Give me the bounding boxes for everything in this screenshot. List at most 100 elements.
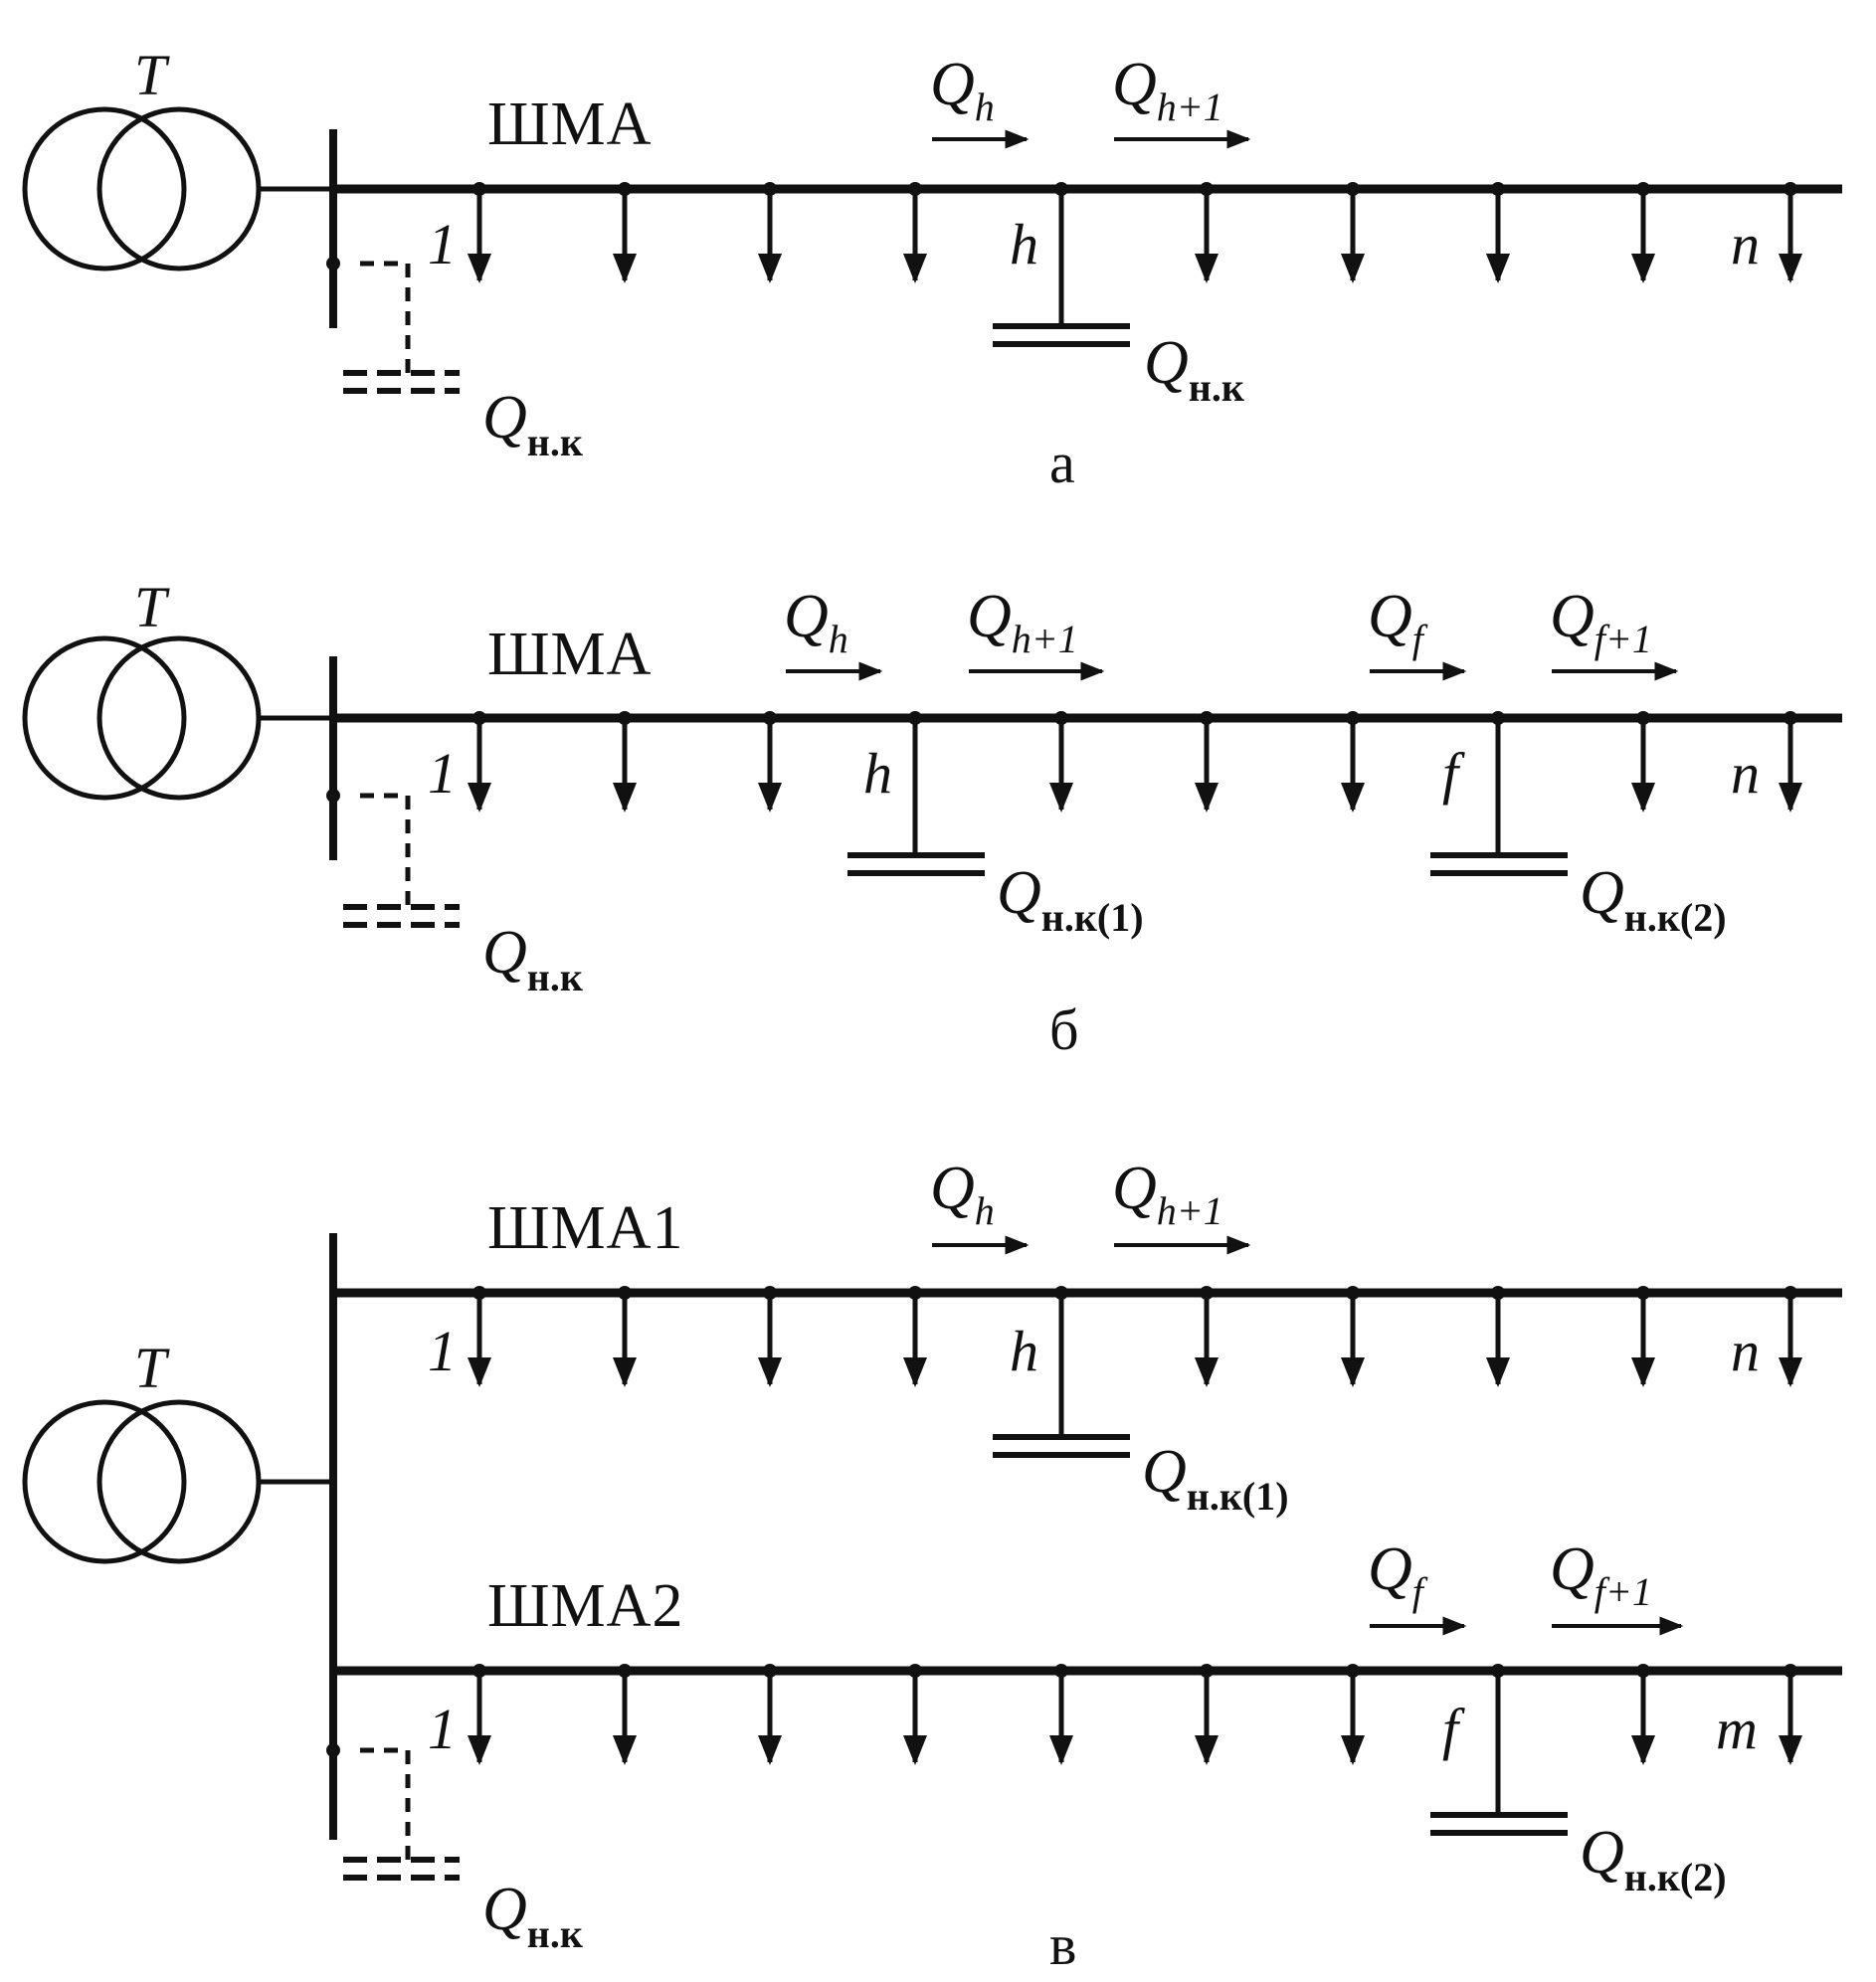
flow-label: Qf+1 bbox=[1550, 583, 1679, 681]
load-tap bbox=[1631, 182, 1655, 283]
last-tap-label: n bbox=[1731, 212, 1760, 276]
capacitor-icon bbox=[847, 852, 985, 876]
transformer-icon bbox=[22, 635, 333, 801]
load-tap bbox=[1195, 1286, 1219, 1387]
load-tap bbox=[468, 1664, 491, 1765]
node-label: f bbox=[1442, 1697, 1465, 1761]
compensator-label: Qн.к(2) bbox=[1580, 859, 1727, 940]
svg-text:Qf: Qf bbox=[1368, 1535, 1428, 1614]
load-tap bbox=[1049, 1664, 1073, 1765]
compensator-node bbox=[908, 711, 922, 855]
load-tap bbox=[1195, 182, 1219, 283]
capacitor-icon bbox=[1430, 852, 1568, 876]
busway-c2: ШМА2 1 m f Qf Qf+1 Qн.к(2) bbox=[333, 1535, 1842, 1899]
compensator-label: Qн.к(2) bbox=[1580, 1819, 1727, 1899]
transformer-label: T bbox=[134, 575, 170, 639]
capacitor-icon bbox=[1430, 1812, 1568, 1836]
diagram-caption: б bbox=[1049, 997, 1079, 1062]
load-tap bbox=[1779, 182, 1802, 283]
flow-label: Qh+1 bbox=[1112, 51, 1251, 149]
first-tap-label: 1 bbox=[428, 1697, 457, 1761]
source-compensator-label: Qн.к bbox=[482, 384, 583, 464]
first-tap-label: 1 bbox=[428, 1319, 457, 1383]
compensator-node bbox=[1054, 182, 1068, 326]
load-tap bbox=[468, 711, 491, 812]
svg-text:Qf+1: Qf+1 bbox=[1550, 583, 1652, 661]
node-label: f bbox=[1442, 741, 1465, 806]
compensator-label: Qн.к(1) bbox=[997, 859, 1144, 940]
flow-label: Qh bbox=[784, 583, 883, 681]
busway-b: ШМА 1 n h f Qh Qh+1 Qf Qf+1 bbox=[333, 583, 1842, 940]
load-tap bbox=[1779, 711, 1802, 812]
capacitor-icon bbox=[993, 1434, 1130, 1458]
source-compensator bbox=[326, 789, 460, 928]
svg-text:Qh+1: Qh+1 bbox=[967, 583, 1078, 661]
diagram-caption: в bbox=[1049, 1912, 1076, 1977]
busway-name: ШМА1 bbox=[487, 1194, 683, 1262]
source-compensator bbox=[326, 257, 460, 394]
load-tap bbox=[758, 182, 782, 283]
load-tap bbox=[758, 1286, 782, 1387]
busway-c1: ШМА1 1 n h Qh Qh+1 Qн.к(1) bbox=[333, 1155, 1842, 1519]
load-tap bbox=[1779, 1286, 1802, 1387]
diagram-c: T ШМА1 1 n h Qh bbox=[22, 1155, 1842, 1977]
load-tap bbox=[1779, 1664, 1802, 1765]
compensator-node bbox=[1491, 711, 1505, 855]
capacitor-icon bbox=[343, 1857, 460, 1881]
load-tap bbox=[1195, 711, 1219, 812]
diagram-b: T ШМА 1 n h f Qh bbox=[22, 575, 1842, 1062]
load-tap bbox=[613, 1664, 637, 1765]
transformer-label: T bbox=[134, 43, 170, 107]
source-compensator-label: Qн.к bbox=[482, 919, 583, 999]
load-tap bbox=[1486, 1286, 1510, 1387]
capacitor-icon bbox=[343, 904, 460, 928]
svg-text:Qf+1: Qf+1 bbox=[1550, 1535, 1652, 1614]
svg-text:Qh+1: Qh+1 bbox=[1112, 1155, 1223, 1233]
load-tap bbox=[1631, 1286, 1655, 1387]
compensator-node bbox=[1491, 1664, 1505, 1815]
svg-text:Qf: Qf bbox=[1368, 583, 1428, 661]
load-tap bbox=[1486, 182, 1510, 283]
load-tap bbox=[613, 1286, 637, 1387]
transformer-icon bbox=[22, 106, 333, 271]
load-tap bbox=[1341, 182, 1365, 283]
last-tap-label: n bbox=[1731, 741, 1760, 806]
svg-text:Qh+1: Qh+1 bbox=[1112, 51, 1223, 129]
load-tap bbox=[1049, 711, 1073, 812]
svg-text:Qh: Qh bbox=[930, 51, 995, 129]
transformer-icon bbox=[22, 1399, 333, 1564]
load-tap bbox=[758, 711, 782, 812]
load-tap bbox=[468, 1286, 491, 1387]
flow-label: Qh bbox=[930, 1155, 1030, 1255]
load-tap bbox=[1341, 1286, 1365, 1387]
node-label: h bbox=[1010, 212, 1038, 276]
last-tap-label: n bbox=[1731, 1319, 1760, 1383]
load-tap bbox=[903, 182, 927, 283]
busway-name: ШМА bbox=[487, 621, 652, 688]
load-tap bbox=[1631, 1664, 1655, 1765]
svg-text:Qh: Qh bbox=[784, 583, 848, 661]
first-tap-label: 1 bbox=[428, 212, 457, 276]
load-tap bbox=[903, 1286, 927, 1387]
source-compensator-label: Qн.к bbox=[482, 1876, 583, 1956]
flow-label: Qf bbox=[1368, 1535, 1467, 1636]
compensator-node bbox=[1054, 1286, 1068, 1437]
load-tap bbox=[1341, 1664, 1365, 1765]
busway-taps bbox=[468, 182, 1802, 326]
capacitor-icon bbox=[993, 323, 1130, 347]
node-label: h bbox=[863, 741, 892, 806]
load-tap bbox=[613, 711, 637, 812]
first-tap-label: 1 bbox=[428, 741, 457, 806]
flow-label: Qf+1 bbox=[1550, 1535, 1684, 1636]
source-compensator bbox=[326, 1743, 460, 1881]
compensator-label: Qн.к(1) bbox=[1142, 1438, 1289, 1519]
flow-label: Qh+1 bbox=[967, 583, 1105, 681]
last-tap-label: m bbox=[1716, 1697, 1758, 1761]
node-label: h bbox=[1010, 1319, 1038, 1383]
busway-a: ШМА 1 n h Qh Qh+1 Qн.к bbox=[333, 51, 1842, 410]
load-tap bbox=[1195, 1664, 1219, 1765]
busway-taps bbox=[468, 1286, 1802, 1437]
compensator-label: Qн.к bbox=[1144, 329, 1244, 410]
busway-name: ШМА2 bbox=[487, 1572, 683, 1640]
